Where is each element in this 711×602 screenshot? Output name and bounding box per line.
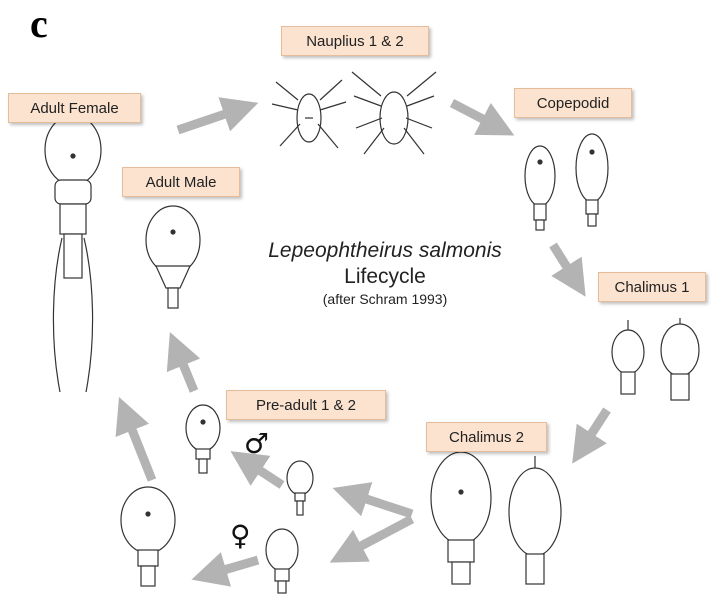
label-preadult: Pre-adult 1 & 2	[226, 390, 386, 420]
copepodid-illustration-2	[576, 134, 608, 226]
preadult-female-large-illustration	[121, 487, 175, 586]
preadult-2-female-illustration	[266, 529, 298, 593]
chalimus-1-illustration-2	[661, 318, 699, 400]
arrow-female-preadult2-to-preadult1	[207, 560, 258, 575]
arrow-copepodid-to-chalimus1	[553, 245, 577, 283]
adult-male-illustration	[146, 206, 200, 308]
label-copepodid: Copepodid	[514, 88, 632, 118]
arrow-chalimus1-to-chalimus2	[581, 410, 607, 450]
nauplius-2-illustration	[352, 72, 436, 154]
female-symbol-icon: ♀	[230, 522, 251, 550]
label-chalimus-1: Chalimus 1	[598, 272, 706, 302]
label-adult-female: Adult Female	[8, 93, 141, 123]
label-nauplius: Nauplius 1 & 2	[281, 26, 429, 56]
chalimus-2-illustration-1	[431, 452, 491, 584]
arrow-chalimus2-to-preadult-female	[344, 519, 412, 555]
arrow-preadult-to-adult-male	[176, 347, 194, 391]
diagram-title: Lepeophtheirus salmonis Lifecycle (after…	[230, 238, 540, 308]
preadult-2-male-illustration	[287, 461, 313, 515]
chalimus-1-illustration-1	[612, 320, 644, 394]
arrow-chalimus2-to-preadult-male	[348, 493, 412, 514]
nauplius-1-illustration	[272, 80, 346, 148]
label-adult-male: Adult Male	[122, 167, 240, 197]
arrow-female-to-nauplius	[178, 108, 243, 130]
chalimus-2-illustration-2	[509, 456, 561, 584]
preadult-1-illustration	[186, 405, 220, 473]
copepodid-illustration-1	[525, 146, 555, 230]
reference-note: (after Schram 1993)	[230, 290, 540, 308]
label-chalimus-2: Chalimus 2	[426, 422, 547, 452]
title-word: Lifecycle	[230, 264, 540, 290]
adult-female-illustration	[45, 115, 101, 392]
arrow-preadult-to-adult-female	[125, 412, 152, 480]
arrow-male-preadult2-to-preadult1	[244, 460, 282, 485]
male-symbol-icon: ♂	[244, 430, 269, 458]
arrow-nauplius-to-copepodid	[452, 103, 500, 128]
species-name: Lepeophtheirus salmonis	[230, 238, 540, 264]
